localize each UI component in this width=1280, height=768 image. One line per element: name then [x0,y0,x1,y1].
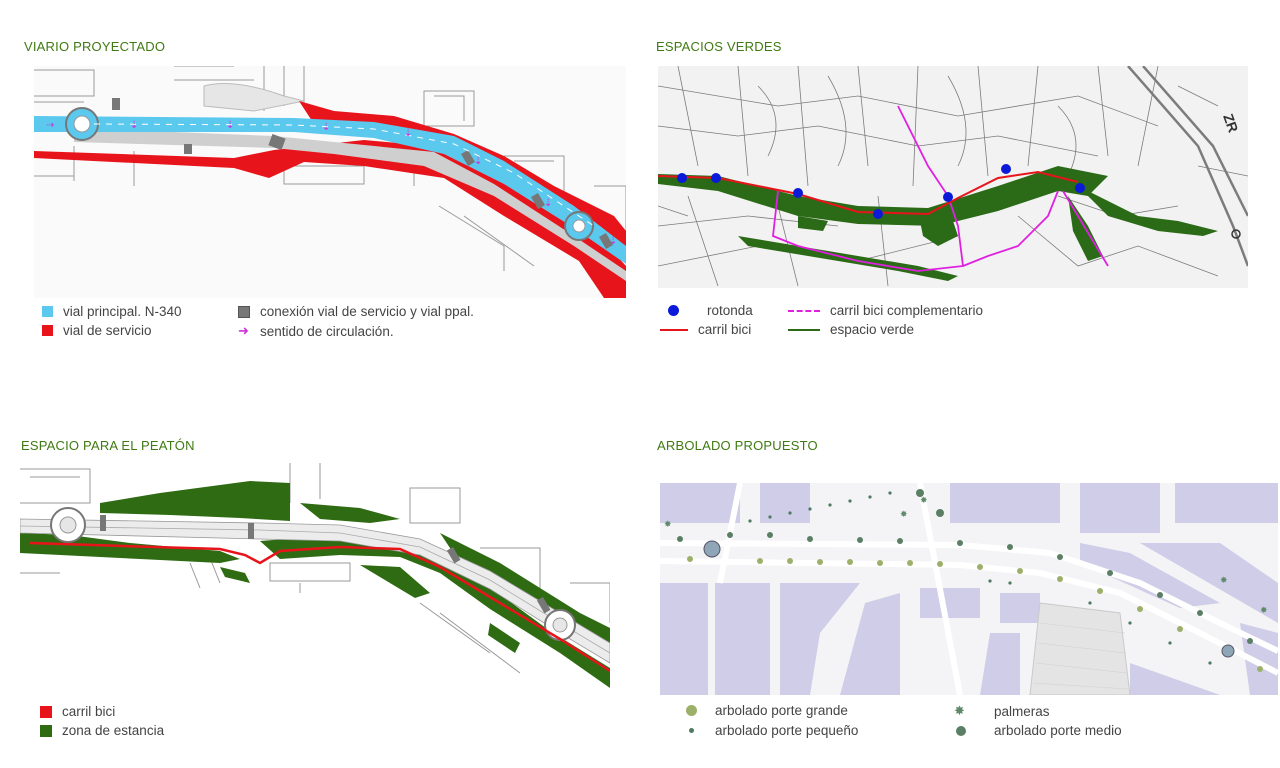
svg-text:✸: ✸ [900,510,908,520]
arbolado-legend-palmeras: ✸ palmeras [954,703,1050,719]
map-label: ZR [1220,112,1241,135]
svg-text:⇣: ⇣ [474,156,482,167]
svg-text:✸: ✸ [664,520,672,530]
legend-label: vial de servicio [63,323,152,338]
medium-tree-icon [956,725,966,736]
bike-line [660,328,688,331]
verdes-legend-rotonda: rotonda [668,303,753,318]
main-road-swatch [42,306,53,317]
viario-legend-direction: ➜ sentido de circulación. [238,323,394,339]
viario-legend-connection: conexión vial de servicio y vial ppal. [238,304,474,319]
verdes-legend-complementary: carril bici complementario [788,303,983,318]
legend-label: carril bici complementario [830,303,984,318]
viario-legend-service-road: vial de servicio [42,323,152,338]
arbolado-legend-grande: arbolado porte grande [686,703,848,718]
svg-text:✸: ✸ [920,496,928,506]
verdes-legend-bike: carril bici [660,322,751,337]
verdes-map: ZR [658,66,1248,288]
arbolado-title: ARBOLADO PROPUESTO [657,438,818,453]
legend-label: zona de estancia [62,723,165,738]
svg-text:⇢: ⇢ [46,120,54,131]
peaton-title: ESPACIO PARA EL PEATÓN [21,438,195,453]
legend-label: carril bici [698,322,752,337]
legend-label: arbolado porte pequeño [715,723,859,738]
legend-label: arbolado porte medio [994,723,1122,738]
arbolado-legend-pequeno: arbolado porte pequeño [689,723,858,738]
viario-legend-main-road: vial principal. N-340 [42,304,182,319]
legend-label: carril bici [62,704,116,719]
palm-icon: ✸ [954,703,965,718]
viario-map: ⇢ ⇣ ⇣ ⇣ ⇣ ⇣ ⇣ ⇣ [34,66,626,298]
peaton-legend-stay: zona de estancia [40,723,164,738]
bike-swatch [40,705,52,718]
svg-text:✸: ✸ [1260,606,1268,616]
svg-text:✸: ✸ [1220,576,1228,586]
verdes-legend-green: espacio verde [788,322,914,337]
big-tree-icon [686,705,697,716]
arbolado-map: ✸ ✸ ✸ ✸ ✸ [660,483,1278,695]
peaton-map [20,463,610,695]
viario-title: VIARIO PROYECTADO [24,39,166,54]
legend-label: sentido de circulación. [260,323,394,339]
connection-swatch [238,305,250,318]
svg-text:⇣: ⇣ [404,128,412,139]
svg-text:⇣: ⇣ [544,198,552,209]
legend-label: espacio verde [830,322,915,337]
rotonda-dot [668,305,679,316]
svg-text:⇣: ⇣ [226,120,234,131]
svg-text:⇣: ⇣ [130,120,138,131]
svg-text:⇣: ⇣ [322,122,330,133]
legend-label: palmeras [994,703,1050,719]
legend-label: vial principal. N-340 [63,304,182,319]
legend-label: arbolado porte grande [715,703,848,718]
stay-swatch [40,724,52,737]
arbolado-legend-medio: arbolado porte medio [956,723,1122,738]
legend-label: rotonda [707,303,753,318]
legend-label: conexión vial de servicio y vial ppal. [260,304,474,319]
svg-text:⇣: ⇣ [609,236,617,247]
peaton-legend-bike: carril bici [40,704,115,719]
green-line [788,328,820,331]
dash-line [788,309,820,312]
small-tree-icon [689,728,694,733]
arrow-icon: ➜ [238,323,249,338]
service-road-swatch [42,325,53,336]
verdes-title: ESPACIOS VERDES [656,39,782,54]
